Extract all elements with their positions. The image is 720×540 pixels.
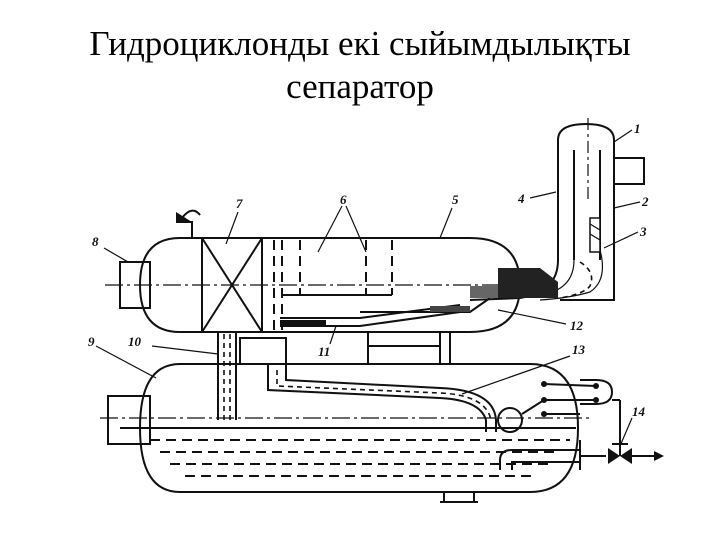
label-4: 4 (517, 191, 525, 206)
safety-valve (176, 209, 201, 238)
label-10: 10 (128, 334, 142, 349)
title-line-1: Гидроциклонды екі сыйымдылықты (89, 24, 631, 63)
upper-vessel (105, 237, 535, 333)
label-8: 8 (92, 234, 99, 249)
label-6: 6 (340, 192, 347, 207)
callout-labels: 1 2 3 4 5 6 7 8 9 10 11 12 13 14 (88, 121, 649, 419)
bottom-sump (440, 491, 478, 503)
label-14: 14 (632, 404, 646, 419)
label-13: 13 (572, 342, 586, 357)
inlet-pipe-8 (119, 261, 151, 309)
title-line-2: сепаратор (286, 67, 434, 106)
liquid-level (150, 439, 570, 477)
label-5: 5 (452, 192, 459, 207)
shelf-12 (360, 297, 491, 313)
float-level-controller (497, 379, 621, 444)
supports (239, 332, 451, 365)
perforated-partitions-6 (273, 240, 393, 330)
label-7: 7 (236, 196, 243, 211)
droplet-separator-7 (201, 237, 263, 333)
outlet-valve-14 (499, 440, 664, 470)
manhole-9 (107, 395, 151, 445)
shelf-11 (280, 304, 461, 327)
label-3: 3 (639, 224, 647, 239)
outlet-pipe-13 (267, 364, 497, 432)
label-2: 2 (641, 194, 649, 209)
drain-pipe-10 (217, 332, 237, 420)
page-title: Гидроциклонды екі сыйымдылықты сепаратор (0, 22, 720, 108)
label-1: 1 (634, 121, 641, 136)
label-12: 12 (570, 318, 584, 333)
leader-lines (95, 129, 641, 447)
label-11: 11 (318, 344, 330, 359)
cyclone-4 (469, 118, 645, 301)
label-9: 9 (88, 334, 95, 349)
